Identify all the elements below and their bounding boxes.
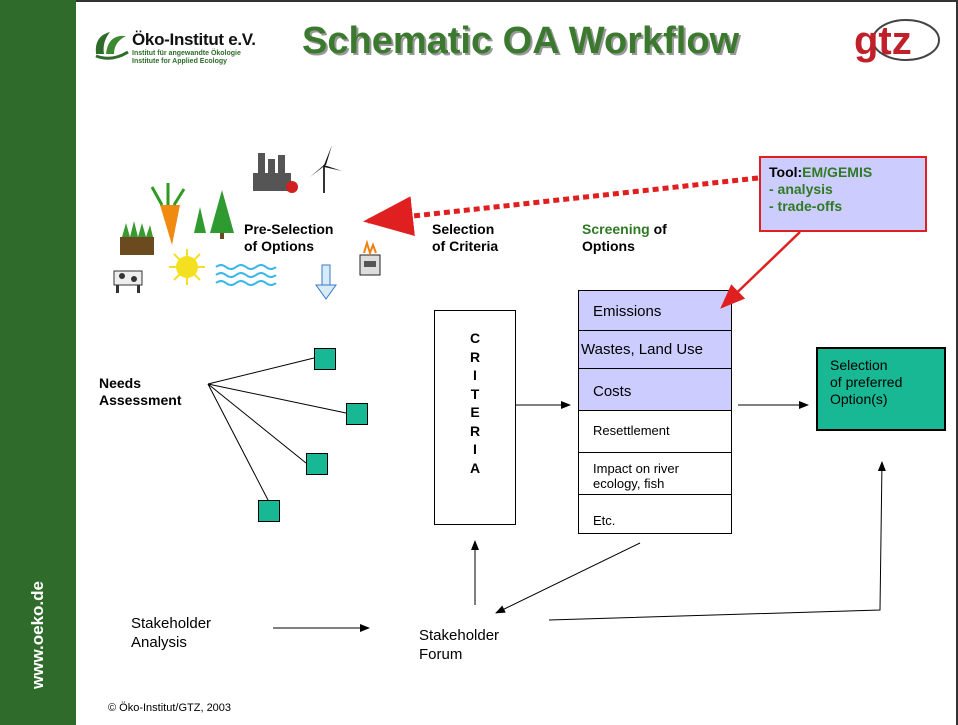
criteria-letter: R [469,422,481,439]
oeko-logo-sub2: Institute for Applied Ecology [132,58,228,65]
copyright-footer: © Öko-Institut/GTZ, 2003 [108,702,232,714]
criteria-letter: E [470,404,480,420]
page-title: Schematic OA Workflow [302,20,740,62]
carrot-icon [150,183,186,245]
screening-item: Emissions [579,291,731,331]
tool-box: Tool:EM/GEMIS - analysis - trade-offs [759,156,927,232]
right-border [956,0,958,725]
screening-item: Costs [579,369,731,411]
criteria-letter: R [469,348,481,365]
arrow-tool-to-emissions [720,231,801,309]
sidebar [0,0,76,725]
arrow-forum-to-preferred [548,461,886,621]
screening-item: Etc. [593,513,616,528]
factory-icon [253,153,298,193]
crops-icon [120,221,154,255]
gtz-logo-icon: gtz [854,19,940,63]
oeko-logo-name: Öko-Institut e.V. [132,30,256,49]
cow-icon [113,270,143,293]
gtz-logo-text: gtz [854,19,912,63]
stakeholder-forum-label: Stakeholder Forum [419,627,500,663]
stove-icon [359,239,381,276]
energy-options-icons [113,145,381,300]
oeko-logo-icon [95,32,129,60]
trees-icon [194,190,234,239]
wind-turbine-icon [310,145,342,193]
arrow-screening-to-forum [495,542,641,614]
hydro-arrow-icon [315,264,337,300]
criteria-letter: I [473,441,477,457]
stakeholder-analysis-label: Stakeholder Analysis [131,615,212,651]
screening-table: Emissions Wastes, Land Use Costs Resettl… [578,290,732,534]
criteria-letter: I [473,367,477,383]
criteria-letter: A [469,459,481,476]
criteria-heading: Selection of Criteria [432,221,499,254]
top-border [76,0,958,2]
option-square [306,453,328,475]
criteria-letter: T [470,385,480,402]
needs-assessment-label: Needs Assessment [99,375,182,408]
needs-fan-lines [207,357,347,501]
oeko-logo: Öko-Institut e.V. Institut für angewandt… [132,30,256,66]
arrow-tool-to-preselection [363,175,759,236]
preferred-options-box: Selection of preferred Option(s) [816,347,946,431]
option-square [314,348,336,370]
option-square [346,403,368,425]
oeko-logo-sub1: Institut für angewandte Ökologie [132,50,241,57]
option-square [258,500,280,522]
water-icon [215,264,277,286]
sun-icon [169,249,205,285]
preselection-heading: Pre-Selection of Options [244,221,336,255]
criteria-letter: C [469,330,481,346]
screening-item: Wastes, Land Use [579,331,731,369]
screening-item: Resettlement [579,411,731,453]
screening-heading: Screening of Options [582,221,667,254]
screening-item: Impact on river ecology, fish [579,453,731,495]
